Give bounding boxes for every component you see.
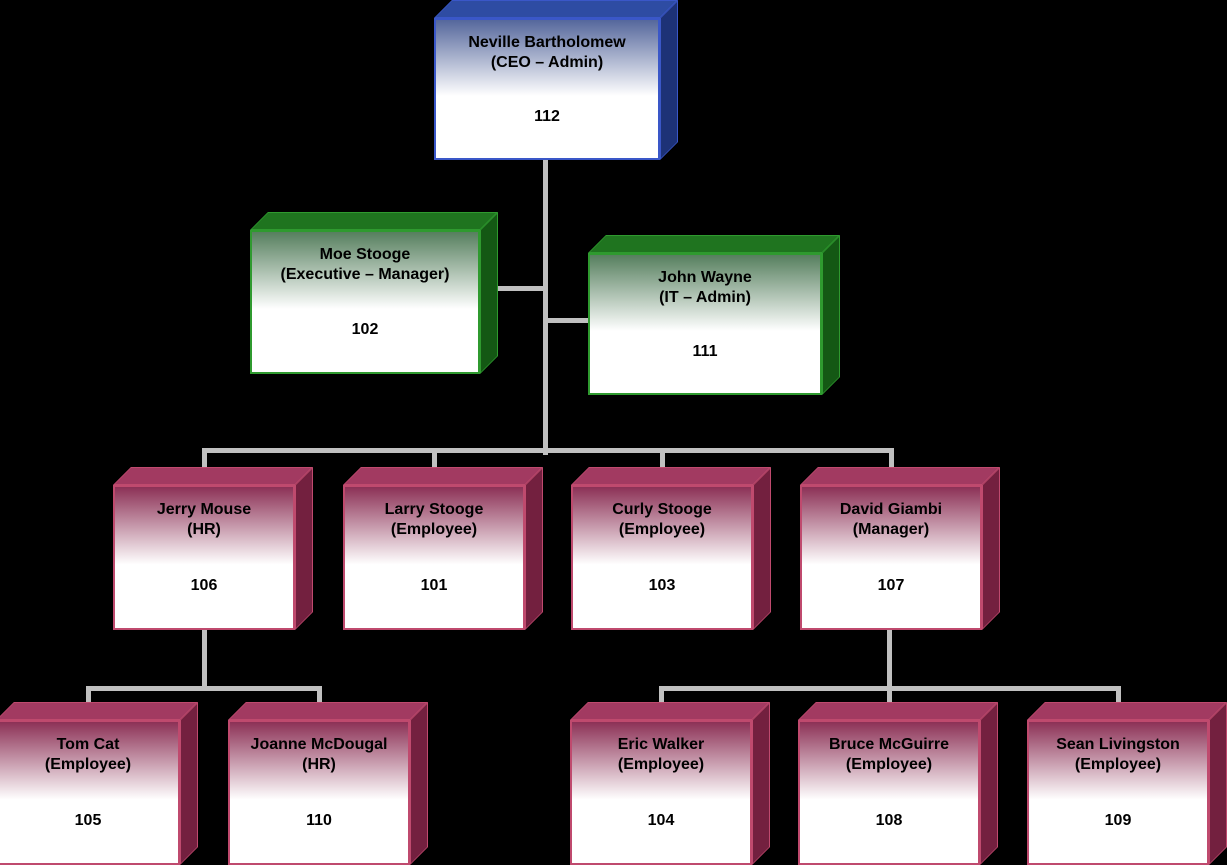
person-role: (Employee) — [617, 756, 705, 773]
person-name: Joanne McDougal — [250, 736, 388, 753]
person-role: (Employee) — [44, 756, 132, 773]
person-role: (Executive – Manager) — [280, 266, 450, 283]
person-name: David Giambi — [839, 501, 943, 518]
box-front-face: John Wayne (IT – Admin) 111 — [588, 253, 822, 395]
person-role: (Employee) — [390, 521, 478, 538]
box-top-face — [588, 235, 840, 253]
box-right-face — [480, 212, 498, 374]
connector-stem-jerry-down — [202, 628, 207, 690]
person-role: (Manager) — [852, 521, 930, 538]
box-right-face — [822, 235, 840, 395]
person-name: Jerry Mouse — [156, 501, 252, 518]
person-role: (Employee) — [845, 756, 933, 773]
box-front-face: Curly Stooge (Employee) 103 — [571, 485, 753, 630]
box-right-face — [180, 702, 198, 865]
box-top-face — [228, 702, 428, 720]
connector-stem-david-down — [887, 628, 892, 690]
person-number: 103 — [648, 576, 676, 594]
person-number: 110 — [306, 811, 332, 829]
person-number: 109 — [1104, 811, 1132, 829]
connector-trunk-ceo — [543, 155, 548, 455]
box-right-face — [980, 702, 998, 865]
person-name: Tom Cat — [56, 736, 120, 753]
org-node-curly-stooge[interactable]: Curly Stooge (Employee) 103 — [571, 467, 771, 630]
box-top-face — [343, 467, 543, 485]
box-right-face — [752, 702, 770, 865]
person-number: 111 — [692, 342, 718, 360]
person-number: 102 — [351, 321, 379, 339]
person-number: 104 — [647, 811, 675, 829]
box-front-face: Larry Stooge (Employee) 101 — [343, 485, 525, 630]
box-top-face — [800, 467, 1000, 485]
box-right-face — [1209, 702, 1227, 865]
box-front-face: Moe Stooge (Executive – Manager) 102 — [250, 230, 480, 374]
box-front-face: Joanne McDougal (HR) 110 — [228, 720, 410, 865]
box-top-face — [250, 212, 498, 230]
org-node-eric-walker[interactable]: Eric Walker (Employee) 104 — [570, 702, 770, 865]
org-node-david-giambi[interactable]: David Giambi (Manager) 107 — [800, 467, 1000, 630]
org-node-sean-livingston[interactable]: Sean Livingston (Employee) 109 — [1027, 702, 1227, 865]
person-name: Curly Stooge — [612, 501, 712, 518]
box-top-face — [571, 467, 771, 485]
box-front-face: Tom Cat (Employee) 105 — [0, 720, 180, 865]
person-number: 106 — [190, 576, 218, 594]
box-right-face — [295, 467, 313, 630]
org-node-neville-bartholomew[interactable]: Neville Bartholomew (CEO – Admin) 112 — [434, 0, 678, 160]
person-number: 108 — [875, 811, 903, 829]
connector-rail-level3 — [202, 448, 894, 453]
box-front-face: Eric Walker (Employee) 104 — [570, 720, 752, 865]
box-front-face: David Giambi (Manager) 107 — [800, 485, 982, 630]
org-node-john-wayne[interactable]: John Wayne (IT – Admin) 111 — [588, 235, 840, 395]
person-name: John Wayne — [658, 269, 752, 286]
person-name: Bruce McGuirre — [828, 736, 950, 753]
org-node-bruce-mcguirre[interactable]: Bruce McGuirre (Employee) 108 — [798, 702, 998, 865]
box-right-face — [660, 0, 678, 160]
connector-rail-jerry-children — [86, 686, 322, 691]
box-top-face — [434, 0, 678, 18]
person-name: Sean Livingston — [1056, 736, 1180, 753]
org-node-tom-cat[interactable]: Tom Cat (Employee) 105 — [0, 702, 198, 865]
connector-stub-moe — [470, 286, 548, 291]
org-node-joanne-mcdougal[interactable]: Joanne McDougal (HR) 110 — [228, 702, 428, 865]
person-number: 105 — [74, 811, 102, 829]
person-number: 107 — [877, 576, 905, 594]
person-role: (HR) — [302, 756, 336, 773]
org-node-moe-stooge[interactable]: Moe Stooge (Executive – Manager) 102 — [250, 212, 498, 374]
box-front-face: Bruce McGuirre (Employee) 108 — [798, 720, 980, 865]
box-right-face — [982, 467, 1000, 630]
box-right-face — [410, 702, 428, 865]
connector-stub-john — [543, 318, 605, 323]
box-top-face — [798, 702, 998, 720]
person-role: (HR) — [187, 521, 221, 538]
person-name: Neville Bartholomew — [468, 34, 626, 51]
box-right-face — [525, 467, 543, 630]
box-top-face — [113, 467, 313, 485]
box-front-face: Jerry Mouse (HR) 106 — [113, 485, 295, 630]
person-role: (Employee) — [1074, 756, 1162, 773]
box-front-face: Sean Livingston (Employee) 109 — [1027, 720, 1209, 865]
person-role: (CEO – Admin) — [490, 54, 604, 71]
box-right-face — [753, 467, 771, 630]
org-node-larry-stooge[interactable]: Larry Stooge (Employee) 101 — [343, 467, 543, 630]
person-role: (Employee) — [618, 521, 706, 538]
box-top-face — [1027, 702, 1227, 720]
box-top-face — [570, 702, 770, 720]
person-name: Moe Stooge — [319, 246, 411, 263]
box-top-face — [0, 702, 198, 720]
person-number: 101 — [420, 576, 448, 594]
person-name: Larry Stooge — [384, 501, 484, 518]
person-name: Eric Walker — [617, 736, 705, 753]
org-node-jerry-mouse[interactable]: Jerry Mouse (HR) 106 — [113, 467, 313, 630]
person-role: (IT – Admin) — [659, 289, 751, 306]
box-front-face: Neville Bartholomew (CEO – Admin) 112 — [434, 18, 660, 160]
person-number: 112 — [534, 107, 560, 125]
